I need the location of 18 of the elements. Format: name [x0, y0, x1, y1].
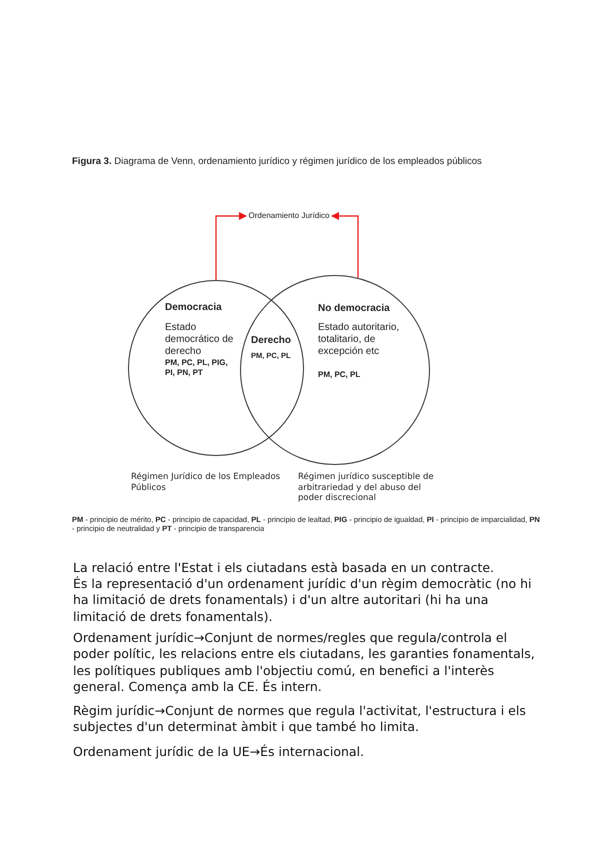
- circle-description: Estado autoritario, totalitario, de excepción etc: [318, 322, 400, 358]
- paragraph: Ordenament jurídic de la UE→És internacional.: [73, 744, 366, 760]
- paragraph: La relació entre l'Estat i els ciutadans està basada en un contracte.: [73, 560, 496, 576]
- caption-text: Régimen Jurídico de los Empleados Públicos: [131, 472, 282, 494]
- caption-text: Régimen jurídico susceptible de arbitrariedad y del abuso del poder discrecional: [298, 472, 435, 504]
- arrow: [215, 212, 247, 280]
- circle-heading: No democracia: [318, 303, 391, 315]
- principles-list: PM, PC, PL: [318, 370, 378, 380]
- arrow: [331, 212, 359, 278]
- paragraph: Ordenament jurídic→Conjunt de normes/regles que regula/controla el poder polític, les relacions entre els ciutadans, les garanties fonamentals, les polítiques publiques amb l'objectiu comú, en benefici a l'interès general. Comença amb la CE. És intern.: [73, 630, 536, 695]
- circle-description: Estado democrático de derecho: [165, 322, 234, 358]
- node-label: Ordenamiento Jurídico: [246, 210, 332, 222]
- figure-caption: Figura 3. Diagrama de Venn, ordenamiento jurídico y régimen jurídico de los empleados públicos: [72, 156, 483, 167]
- paragraph: Règim jurídic→Conjunt de normes que regula l'activitat, l'estructura i els subjectes d'un determinat àmbit i que també ho limita.: [73, 703, 527, 736]
- paragraph: És la representació d'un ordenament jurídic d'un règim democràtic (no hi ha limitació de drets fonamentals) i d'un altre autoritari (hi ha una limitació de drets fonamentals).: [73, 576, 533, 625]
- region-heading: Derecho: [251, 335, 292, 348]
- principles-list: PM, PC, PL, PIG, PI, PN, PT: [165, 358, 237, 378]
- circle-heading: Democracia: [165, 302, 223, 314]
